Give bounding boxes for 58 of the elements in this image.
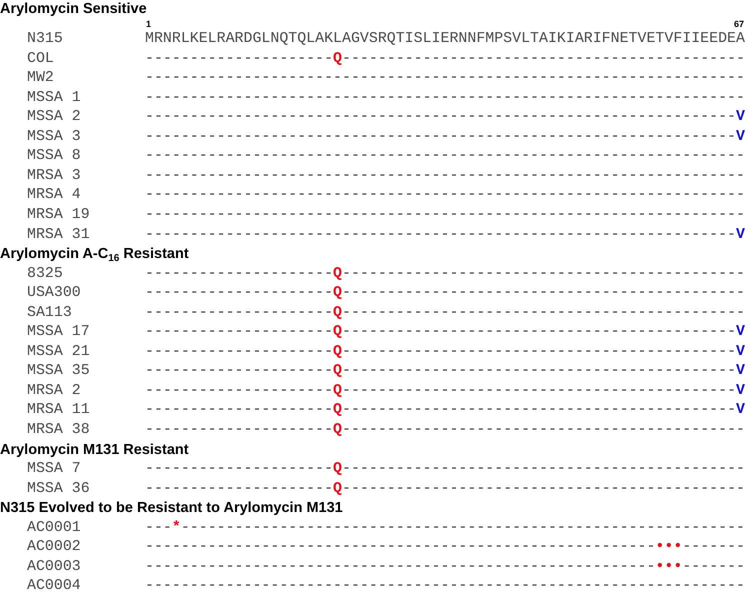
- alignment-row: ---------------------Q--------------------------------------------V: [145, 324, 745, 342]
- alignment-row: -------------------------------------------------------------------: [145, 148, 745, 166]
- strain-name: MRSA 2: [27, 382, 81, 400]
- strain-name: SA113: [27, 304, 72, 322]
- alignment-row: ------------------------------------------------------------------V: [145, 128, 745, 146]
- alignment-row: ---------------------Q--------------------------------------------V: [145, 344, 745, 361]
- alignment-row: ---------------------Q---------------------------------------------: [145, 285, 745, 302]
- alignment-row: ------------------------------------------------------------------V: [145, 109, 745, 126]
- alignment-row: ---------------------Q---------------------------------------------: [145, 266, 745, 283]
- alignment-row: -------------------------------------------------------------------: [145, 206, 745, 224]
- strain-name: MRSA 31: [27, 226, 90, 244]
- section-heading: N315 Evolved to be Resistant to Arylomycin M131: [0, 500, 343, 518]
- alignment-row: ---------------------Q---------------------------------------------: [145, 304, 745, 322]
- alignment-row: ---*---------------------------------------------------------------: [145, 520, 745, 537]
- strain-name: MSSA 1: [27, 90, 81, 107]
- alignment-row: ---------------------Q--------------------------------------------V: [145, 363, 745, 380]
- alignment-row: ------------------------------------------------------------------V: [145, 226, 745, 244]
- strain-name: MSSA 3: [27, 128, 81, 146]
- strain-name: MSSA 35: [27, 363, 90, 380]
- section-heading: Arylomycin M131 Resistant: [0, 442, 189, 459]
- strain-name: MSSA 7: [27, 461, 81, 478]
- strain-name: MRSA 3: [27, 168, 81, 185]
- section-heading: Arylomycin A-C$_{16}$ Resistant: [0, 246, 189, 264]
- alignment-row: ---------------------Q---------------------------------------------: [145, 480, 745, 498]
- strain-name: MSSA 17: [27, 324, 90, 342]
- strain-name: N315: [27, 31, 63, 48]
- strain-name: MSSA 8: [27, 148, 81, 166]
- alignment-row: ---------------------Q---------------------------------------------: [145, 422, 745, 439]
- strain-name: MRSA 11: [27, 402, 90, 420]
- strain-name: MSSA 36: [27, 480, 90, 498]
- strain-name: COL: [27, 50, 54, 68]
- position-number: 1: [146, 19, 152, 29]
- alignment-row: ---------------------Q---------------------------------------------: [145, 50, 745, 68]
- alignment-row: ---------------------Q---------------------------------------------: [145, 461, 745, 478]
- alignment-row: ---------------------------------------------------------•••-------: [145, 539, 746, 556]
- section-heading: Arylomycin Sensitive: [0, 0, 147, 18]
- reference-sequence: MRNRLKELRARDGLNQTQLAKLAGVSRQTISLIERNNFMPSVLTAIKIARIFNETVETVFIIEEDEA: [145, 31, 745, 48]
- alignment-row: -------------------------------------------------------------------: [145, 90, 745, 107]
- strain-name: AC0002: [27, 539, 81, 556]
- strain-name: MSSA 2: [27, 109, 81, 126]
- alignment-row: ---------------------Q--------------------------------------------V: [145, 402, 745, 420]
- strain-name: USA300: [27, 285, 81, 302]
- alignment-row: -------------------------------------------------------------------: [145, 70, 745, 88]
- strain-name: MRSA 38: [27, 422, 90, 439]
- alignment-row: -------------------------------------------------------------------: [145, 578, 745, 593]
- position-number: 67: [734, 19, 744, 29]
- strain-name: MSSA 21: [27, 344, 90, 361]
- strain-name: AC0004: [27, 578, 81, 593]
- alignment-row: -------------------------------------------------------------------: [145, 168, 745, 185]
- alignment-row: -------------------------------------------------------------------: [145, 187, 745, 204]
- alignment-row: ---------------------------------------------------------•••-------: [145, 558, 746, 576]
- strain-name: AC0003: [27, 558, 81, 576]
- strain-name: MRSA 19: [27, 206, 90, 224]
- strain-name: MRSA 4: [27, 187, 81, 204]
- strain-name: 8325: [27, 266, 63, 283]
- strain-name: MW2: [27, 70, 54, 88]
- strain-name: AC0001: [27, 520, 81, 537]
- alignment-row: ---------------------Q--------------------------------------------V: [145, 382, 745, 400]
